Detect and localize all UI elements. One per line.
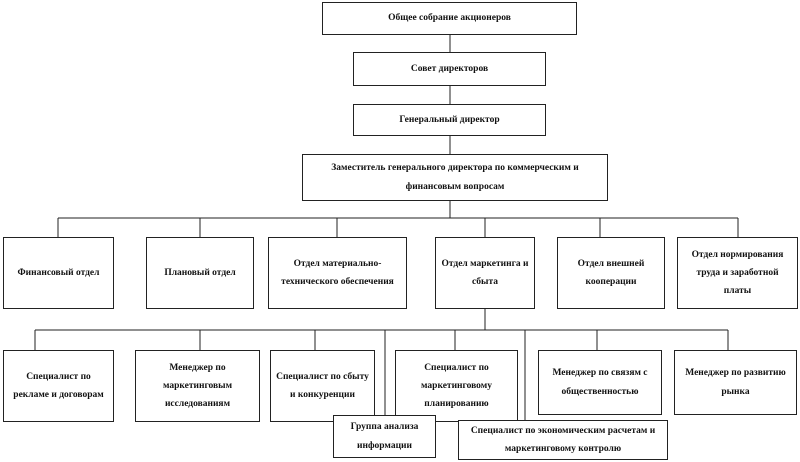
box-deputy-label: Заместитель генерального директора по ко… [331, 163, 579, 192]
box-dept-supply: Отдел материально-технического обеспечен… [268, 237, 407, 309]
box-dept-marketing-label: Отдел маркетинга и сбыта [441, 258, 529, 287]
box-dept-cooperation: Отдел внешней кооперации [557, 237, 665, 309]
box-ceo-label: Генеральный директор [399, 114, 500, 125]
box-spec-planning: Специалист по маркетинговому планировани… [395, 350, 518, 422]
box-shareholders-label: Общее собрание акционеров [388, 13, 511, 24]
box-spec-advertising: Специалист по рекламе и договорам [3, 350, 114, 422]
box-spec-sales-label: Специалист по сбыту и конкуренции [276, 371, 369, 400]
box-dept-supply-label: Отдел материально-технического обеспечен… [281, 258, 394, 287]
box-dept-planning: Плановый отдел [146, 237, 254, 309]
box-dept-cooperation-label: Отдел внешней кооперации [577, 258, 645, 287]
box-ceo: Генеральный директор [353, 104, 546, 136]
box-board: Совет директоров [353, 52, 546, 86]
box-dept-planning-label: Плановый отдел [164, 267, 236, 278]
box-spec-economic-label: Специалист по экономическим расчетам и м… [470, 425, 656, 454]
box-spec-pr-label: Менеджер по связям с общественностью [552, 368, 648, 397]
box-dept-labor: Отдел нормирования труда и заработной пл… [677, 237, 798, 309]
box-dept-finance-label: Финансовый отдел [17, 267, 100, 278]
box-spec-research: Менеджер по маркетинговым исследованиям [135, 350, 260, 422]
box-board-label: Совет директоров [410, 63, 489, 74]
box-spec-analysis-group: Группа анализа информации [333, 415, 436, 458]
box-spec-market-dev: Менеджер по развитию рынка [674, 350, 797, 415]
box-dept-finance: Финансовый отдел [3, 237, 114, 309]
box-spec-analysis-group-label: Группа анализа информации [350, 422, 419, 451]
box-dept-labor-label: Отдел нормирования труда и заработной пл… [691, 249, 784, 297]
box-spec-market-dev-label: Менеджер по развитию рынка [685, 368, 786, 397]
box-dept-marketing: Отдел маркетинга и сбыта [435, 237, 535, 309]
box-spec-sales: Специалист по сбыту и конкуренции [270, 350, 375, 422]
box-spec-planning-label: Специалист по маркетинговому планировани… [421, 362, 492, 410]
box-spec-research-label: Менеджер по маркетинговым исследованиям [162, 362, 233, 410]
box-spec-pr: Менеджер по связям с общественностью [538, 350, 662, 415]
box-spec-advertising-label: Специалист по рекламе и договорам [13, 371, 104, 400]
box-shareholders: Общее собрание акционеров [322, 2, 577, 35]
box-spec-economic: Специалист по экономическим расчетам и м… [458, 420, 668, 460]
box-deputy: Заместитель генерального директора по ко… [302, 154, 608, 201]
